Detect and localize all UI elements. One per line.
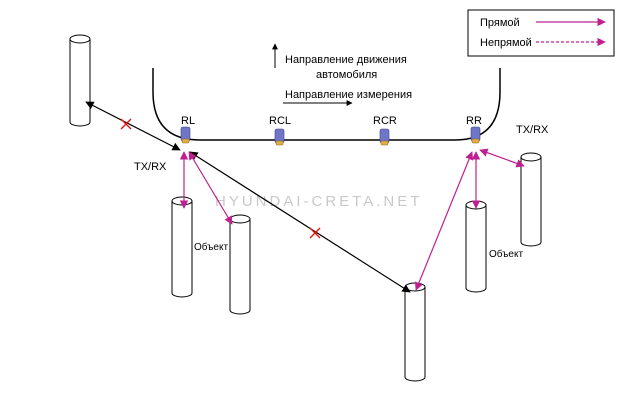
movement-label-line2: автомобиля <box>316 69 377 81</box>
sensor-rcl <box>274 128 285 146</box>
sensor-rr <box>470 126 481 144</box>
movement-label-line1: Направление движения <box>285 54 407 66</box>
txrx-label-right: TX/RX <box>516 124 549 136</box>
direct-arrow-rr-to-center <box>414 151 474 291</box>
arrow-rl-to-top-left <box>85 101 181 151</box>
cross-mark-left <box>120 118 132 130</box>
legend: Прямой Непрямой <box>467 9 615 57</box>
cylinder-right-near <box>465 200 487 293</box>
sensor-label-rr: RR <box>466 115 482 127</box>
legend-direct-label: Прямой <box>480 17 520 29</box>
cylinder-center-bottom <box>404 282 426 382</box>
cylinder-left-near <box>171 196 193 298</box>
sensor-rcr <box>379 128 390 146</box>
arrow-rl-to-center <box>189 151 411 293</box>
legend-indirect-label: Непрямой <box>480 37 532 49</box>
watermark: HYUNDAI-CRETA.NET <box>215 193 422 210</box>
sensor-label-rl: RL <box>181 115 195 127</box>
cylinder-left-far <box>229 214 251 315</box>
sensor-label-rcl: RCL <box>269 115 291 127</box>
object-label-left: Объект <box>194 241 228 253</box>
txrx-label-left: TX/RX <box>134 161 167 173</box>
cylinder-right-far <box>520 152 542 247</box>
measurement-label: Направление измерения <box>285 89 412 101</box>
direct-arrow-rl-diagonal <box>188 151 233 225</box>
cylinder-top-left <box>69 34 91 127</box>
sensor-label-rcr: RCR <box>373 115 397 127</box>
cross-mark-center <box>309 227 321 239</box>
object-label-right: Объект <box>489 248 523 260</box>
sensor-rl <box>180 126 191 144</box>
direct-arrow-rr-right <box>479 148 525 168</box>
